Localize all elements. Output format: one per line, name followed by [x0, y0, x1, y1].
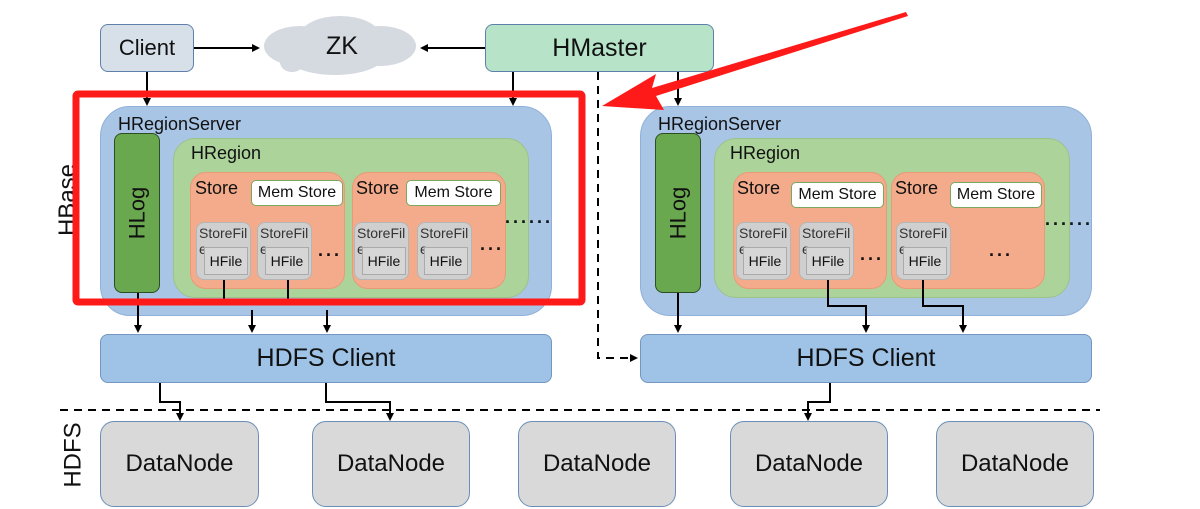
more-stores-ellipsis: ...... [505, 207, 554, 227]
region-server-2-label: HRegionServer [658, 114, 782, 134]
hdfs1-to-datanode-arrow [159, 383, 184, 421]
hdfs-client-1: HDFS Client [100, 334, 552, 383]
zk-node: ZK [292, 26, 392, 66]
store-1b-label: Store [356, 178, 400, 198]
hmaster-node: HMaster [485, 24, 714, 72]
store-2a-label: Store [737, 178, 781, 198]
hfile2-to-hdfs-arrow [827, 280, 870, 333]
hfile-1b-2: HFile [424, 247, 468, 275]
hdfs-client-1-label: HDFS Client [256, 344, 396, 372]
hdfs1-to-datanode-arrow [325, 383, 394, 421]
client-node: Client [100, 24, 194, 72]
hfile-2a-1: HFile [743, 247, 787, 275]
datanode-4: DataNode [730, 421, 888, 507]
hfile-label: HFile [748, 253, 782, 269]
store-2b-label: Store [895, 178, 939, 198]
memstore-1a: Mem Store [251, 180, 343, 206]
highlight-box [72, 90, 586, 306]
hlog-2: HLog [655, 133, 701, 293]
hmaster-to-hdfs2-dashed-arrow [597, 72, 638, 362]
memstore-2a-label: Mem Store [798, 186, 877, 203]
store-1a-label: Store [195, 178, 239, 198]
zk-label: ZK [326, 31, 358, 60]
more-storefiles-ellipsis: ... [318, 240, 343, 260]
memstore-2a: Mem Store [791, 182, 884, 208]
datanode-2: DataNode [312, 421, 470, 507]
storefile-label: StoreFile [899, 225, 948, 257]
hfile-1b-1: HFile [362, 247, 406, 275]
hregion-2-label: HRegion [730, 143, 801, 163]
hfile-2b-1: HFile [903, 247, 947, 275]
datanode-label: DataNode [336, 450, 446, 477]
hdfs-client-2-label: HDFS Client [796, 344, 936, 372]
hdfs-client-2: HDFS Client [640, 334, 1092, 383]
datanode-label: DataNode [125, 450, 234, 477]
more-storefiles-ellipsis: ... [989, 240, 1014, 260]
storefile-label: StoreFile [420, 225, 469, 257]
hdfs2-to-datanode-arrow [804, 383, 831, 421]
hfile-2a-2: HFile [806, 247, 850, 275]
red-annotation-arrow-icon [602, 12, 908, 110]
hfile-1a-1: HFile [204, 247, 248, 275]
datanode-5: DataNode [936, 421, 1094, 507]
hfile-label: HFile [429, 253, 463, 269]
datanode-label: DataNode [960, 450, 1070, 477]
storefile-label: StoreFile [260, 225, 309, 257]
memstore-1b-label: Mem Store [414, 184, 493, 201]
hregion-1-label: HRegion [191, 143, 262, 163]
datanode-1: DataNode [100, 421, 259, 507]
hmaster-label: HMaster [552, 33, 647, 62]
storefile-label: StoreFile [357, 225, 406, 257]
client-label: Client [118, 35, 176, 60]
hlog-1: HLog [114, 133, 160, 293]
hfile-1a-2: HFile [265, 247, 309, 275]
hfile-label: HFile [270, 253, 304, 269]
memstore-2b-label: Mem Store [956, 186, 1036, 203]
memstore-1a-label: Mem Store [257, 184, 337, 201]
hfile-label: HFile [811, 253, 845, 269]
more-stores-ellipsis: ...... [1045, 209, 1094, 229]
datanode-label: DataNode [754, 450, 864, 477]
memstore-2b: Mem Store [950, 182, 1042, 208]
hfile2-to-hdfs-arrow [922, 280, 967, 333]
memstore-1b: Mem Store [406, 180, 501, 206]
hfile-label: HFile [908, 253, 942, 269]
storefile-label: StoreFile [739, 225, 788, 257]
region-server-1-label: HRegionServer [118, 114, 242, 134]
datanode-label: DataNode [542, 450, 652, 477]
storefile-label: StoreFile [199, 225, 248, 257]
storefile-label: StoreFile [802, 225, 851, 257]
more-storefiles-ellipsis: ... [860, 244, 885, 264]
hfile-label: HFile [209, 253, 243, 269]
more-storefiles-ellipsis: ... [480, 234, 505, 254]
hfile-label: HFile [367, 253, 401, 269]
datanode-3: DataNode [518, 421, 676, 507]
